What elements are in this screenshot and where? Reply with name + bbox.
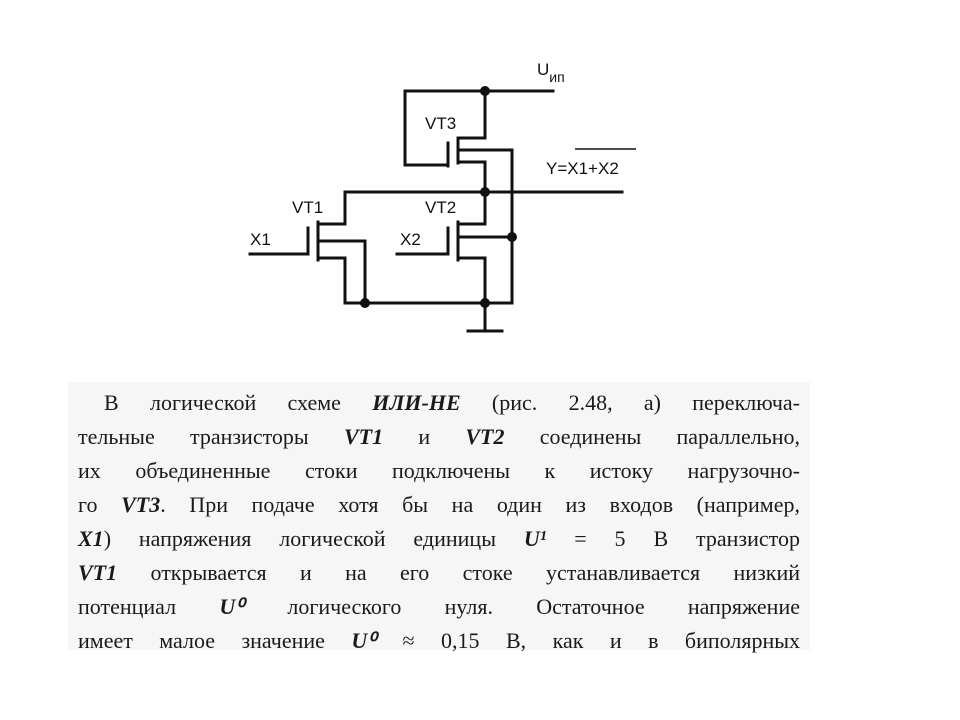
text-line: X1) напряжения логической единицы U¹ = 5… (78, 526, 800, 551)
text-line: VT1 открывается и на его стоке устанавли… (78, 560, 800, 585)
text-line: их объединенные стоки подключены к исток… (78, 458, 800, 483)
input-x2-label: X2 (400, 230, 421, 249)
text-line: потенциал U⁰ логического нуля. Остаточно… (78, 594, 800, 619)
text-line: имеет малое значение U⁰ ≈ 0,15 В, как и … (78, 628, 800, 653)
output-line (343, 148, 636, 197)
text-line: тельные транзисторы VT1 и VT2 соединены … (78, 424, 800, 449)
transistor-vt2 (395, 193, 517, 305)
text-line: В логической схеме ИЛИ-НЕ (рис. 2.48, а)… (104, 390, 800, 415)
ground-rail (343, 235, 514, 333)
transistor-vt1 (248, 190, 367, 305)
supply-voltage-label: Uип (537, 60, 565, 85)
nor-gate-circuit-diagram: Uип VT3 Y=X1+X2 VT1 X1 (248, 60, 636, 333)
output-expression: Y=X1+X2 (546, 159, 619, 178)
input-x1-label: X1 (250, 230, 271, 249)
vt3-label: VT3 (425, 114, 456, 133)
scanned-page-background (68, 382, 810, 650)
supply-rail (403, 86, 555, 167)
explanatory-paragraph: В логической схеме ИЛИ-НЕ (рис. 2.48, а)… (78, 386, 800, 658)
vt1-label: VT1 (292, 198, 323, 217)
text-line: го VT3. При подаче хотя бы на один из вх… (78, 492, 800, 517)
vt2-label: VT2 (425, 198, 456, 217)
